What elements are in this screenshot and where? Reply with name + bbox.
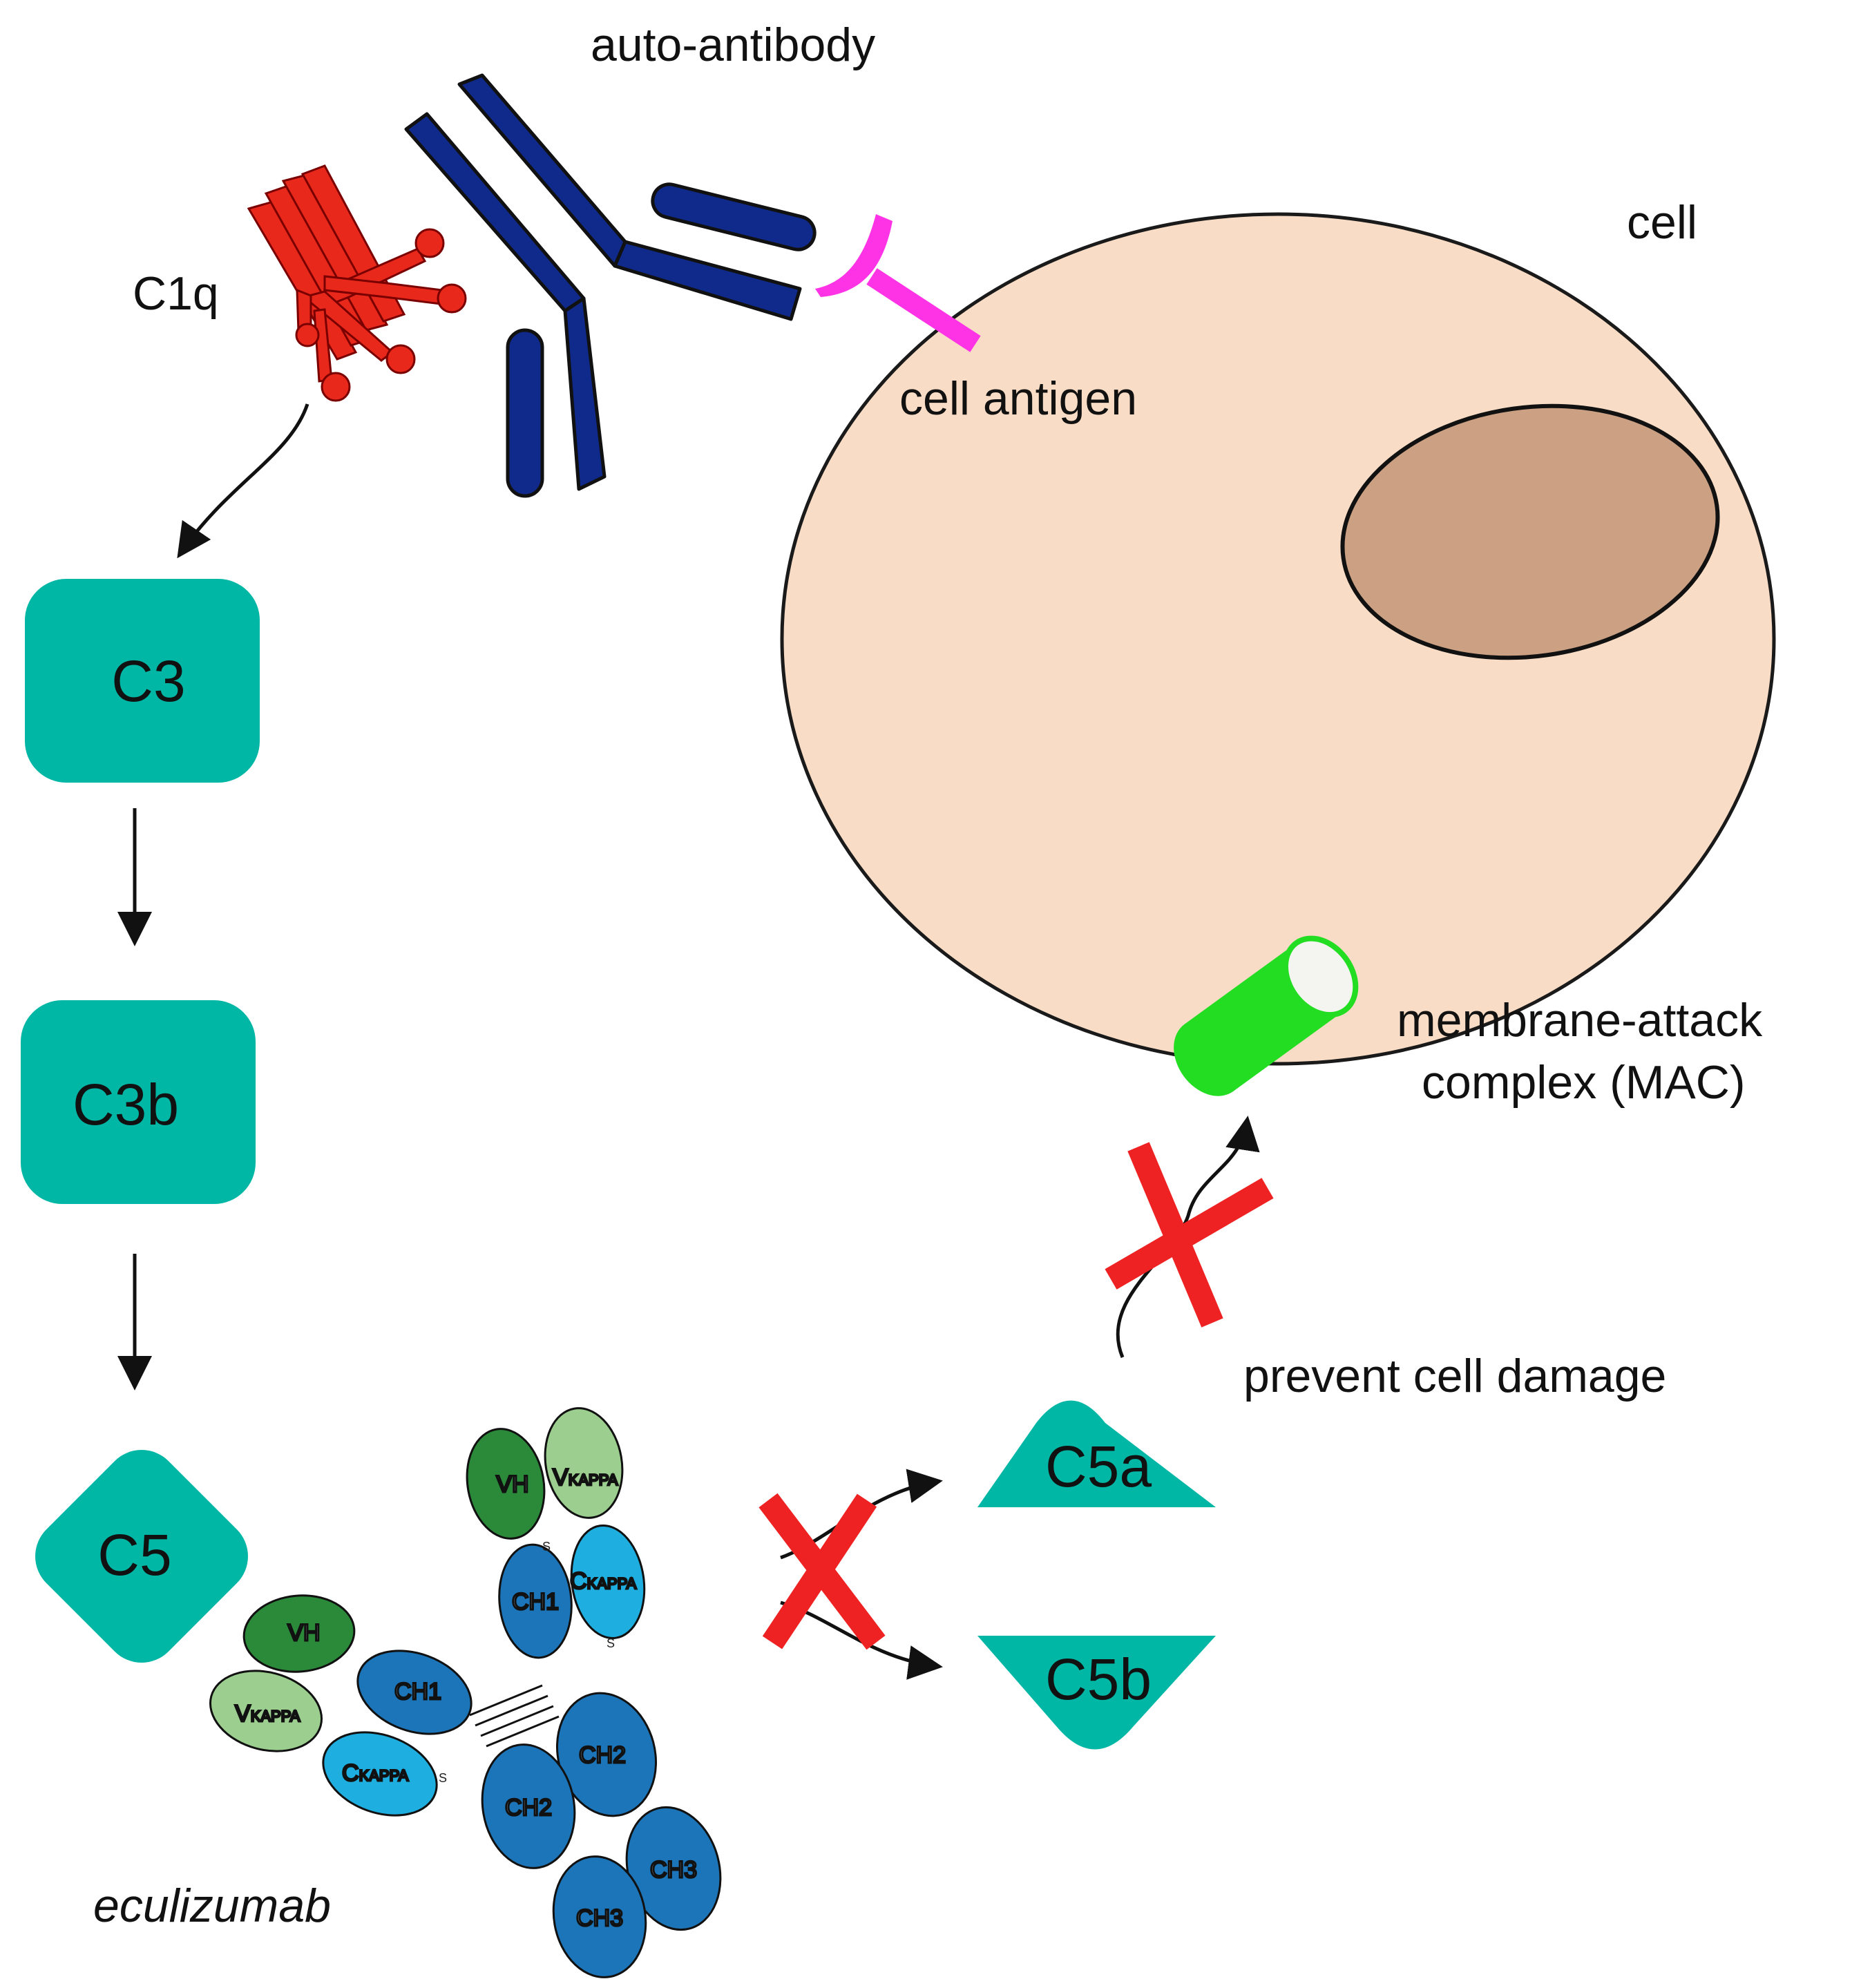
- c1q: [247, 164, 467, 402]
- upper-ckappa-domain: [570, 1524, 646, 1640]
- heavy-chain-2-lower: [563, 296, 607, 491]
- lower-vh-domain: [242, 1594, 356, 1673]
- c3b-label: C3b: [73, 1072, 179, 1137]
- hinge-disulfides: [469, 1684, 560, 1748]
- mac-pore: [1174, 935, 1359, 1096]
- upper-ckappa-label: CKAPPA: [570, 1568, 637, 1594]
- eculizumab-label: eculizumab: [93, 1880, 331, 1932]
- upper-ch1-label: CH1: [512, 1589, 559, 1615]
- fc-ch2-right-label: CH2: [579, 1742, 626, 1768]
- c3-box: C3: [25, 579, 260, 783]
- auto-antibody: [404, 73, 817, 498]
- mac-label-line1: membrane-attack: [1397, 994, 1763, 1046]
- fc-ch3-left-label: CH3: [576, 1905, 623, 1931]
- light-chain-stem: [506, 328, 544, 498]
- arrow-to-mac: [1116, 1116, 1260, 1358]
- c3-label: C3: [111, 649, 185, 714]
- c5a-label: C5a: [1045, 1434, 1152, 1499]
- block-x-cleavage: [758, 1493, 886, 1650]
- lower-ckappa-label: CKAPPA: [342, 1760, 409, 1786]
- auto-antibody-label: auto-antibody: [591, 19, 875, 71]
- upper-vkappa-label: VKAPPA: [553, 1464, 618, 1491]
- fc-ch2-left-domain: [481, 1743, 576, 1869]
- lower-ch1-domain: [356, 1650, 473, 1735]
- cell-antigen: [815, 214, 981, 352]
- c5a-shape: C5a: [977, 1400, 1216, 1507]
- lower-ckappa-domain: [322, 1731, 438, 1817]
- c5-label: C5: [97, 1522, 171, 1587]
- eculizumab-structure: VH VKAPPA CH1 CKAPPA VH VKAPPA CH1 CKAPP…: [209, 1407, 722, 1978]
- light-chain-arm: [651, 182, 817, 251]
- cell-body: [780, 212, 1776, 1066]
- mac-label-line2: complex (MAC): [1422, 1056, 1746, 1109]
- upper-vh-domain: [466, 1428, 546, 1540]
- cell-antigen-label: cell antigen: [899, 372, 1137, 425]
- upper-vh-label: VH: [496, 1471, 528, 1498]
- cell-label: cell: [1627, 196, 1697, 249]
- lower-ch1-label: CH1: [394, 1679, 441, 1705]
- disulfide-label-3: S: [439, 1771, 447, 1785]
- upper-ch1-domain: [498, 1543, 573, 1659]
- heavy-chain-1: [457, 73, 627, 268]
- c1q-label: C1q: [133, 267, 219, 320]
- c3b-box: C3b: [21, 1000, 256, 1204]
- heavy-chain-1-lower: [613, 240, 802, 321]
- upper-vkappa-domain: [544, 1407, 624, 1519]
- fc-ch2-left-label: CH2: [505, 1795, 552, 1821]
- arrow-c1q-to-c3: [177, 403, 309, 559]
- c5b-label: C5b: [1045, 1647, 1152, 1712]
- c5b-shape: C5b: [977, 1636, 1216, 1750]
- lower-vkappa-domain: [209, 1670, 323, 1752]
- disulfide-label-2: S: [607, 1636, 615, 1650]
- prevent-label: prevent cell damage: [1243, 1350, 1666, 1402]
- fc-ch3-left-domain: [552, 1855, 647, 1978]
- c5-diamond: C5: [35, 1450, 248, 1663]
- block-x-mac: [1105, 1142, 1274, 1328]
- fc-ch3-right-label: CH3: [650, 1857, 697, 1883]
- cell: [780, 212, 1776, 1066]
- heavy-chain-2: [404, 112, 586, 313]
- disulfide-label-1: S: [542, 1540, 551, 1554]
- lower-vkappa-label: VKAPPA: [235, 1701, 300, 1727]
- lower-vh-label: VH: [287, 1620, 320, 1646]
- nucleus: [1340, 403, 1720, 660]
